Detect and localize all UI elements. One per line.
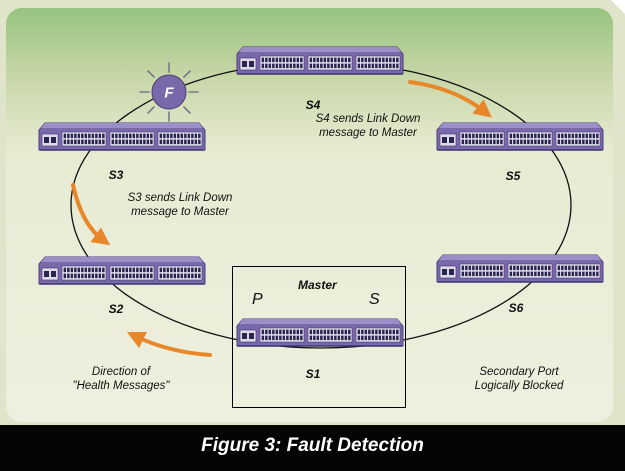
fault-indicator: F	[139, 62, 199, 122]
primary-port-label: P	[252, 291, 263, 308]
node-label-s6: S6	[508, 301, 524, 315]
fault-label: F	[164, 85, 174, 102]
s4-note-line-2: message to Master	[319, 127, 417, 139]
blocked-note-line-2: Logically Blocked	[474, 380, 564, 392]
direction-note-line-1: Direction of	[91, 366, 151, 378]
page-corner	[611, 0, 625, 14]
s3-link-down-note: S3 sends Link Down message to Master	[115, 191, 245, 219]
direction-note-line-2: "Health Messages"	[72, 380, 170, 392]
arrow-health-direction	[126, 331, 212, 357]
arrow-s4-to-s5	[408, 80, 493, 118]
network-switch-icon	[38, 256, 206, 285]
blocked-note-line-1: Secondary Port	[479, 366, 559, 378]
s4-link-down-note: S4 sends Link Down message to Master	[303, 112, 433, 140]
network-switch-icon	[436, 254, 604, 283]
node-label-s1: S1	[305, 367, 321, 381]
node-label-s2: S2	[108, 302, 124, 316]
switch-s2	[38, 256, 206, 290]
switch-s6	[436, 254, 604, 288]
master-label: Master	[298, 278, 337, 292]
switch-s4	[236, 46, 404, 80]
secondary-port-label: S	[369, 291, 380, 308]
blocked-port-note: Secondary Port Logically Blocked	[459, 365, 579, 393]
s4-note-line-1: S4 sends Link Down	[315, 113, 421, 125]
s3-note-line-2: message to Master	[131, 206, 229, 218]
network-switch-icon	[436, 122, 604, 151]
s3-note-line-1: S3 sends Link Down	[127, 192, 233, 204]
fault-burst-icon: F	[139, 62, 199, 122]
switch-s1	[236, 318, 404, 352]
diagram-panel	[6, 8, 613, 422]
network-switch-icon	[38, 122, 206, 151]
node-label-s4: S4	[305, 98, 321, 112]
arrow-s3-to-s2	[71, 183, 111, 246]
switch-s3	[38, 122, 206, 156]
node-label-s3: S3	[108, 168, 124, 182]
figure-caption: Figure 3: Fault Detection	[0, 425, 625, 471]
network-switch-icon	[236, 46, 404, 75]
network-switch-icon	[236, 318, 404, 347]
master-node-box	[232, 266, 406, 408]
switch-s5	[436, 122, 604, 156]
node-label-s5: S5	[505, 169, 521, 183]
health-direction-note: Direction of "Health Messages"	[61, 365, 181, 393]
